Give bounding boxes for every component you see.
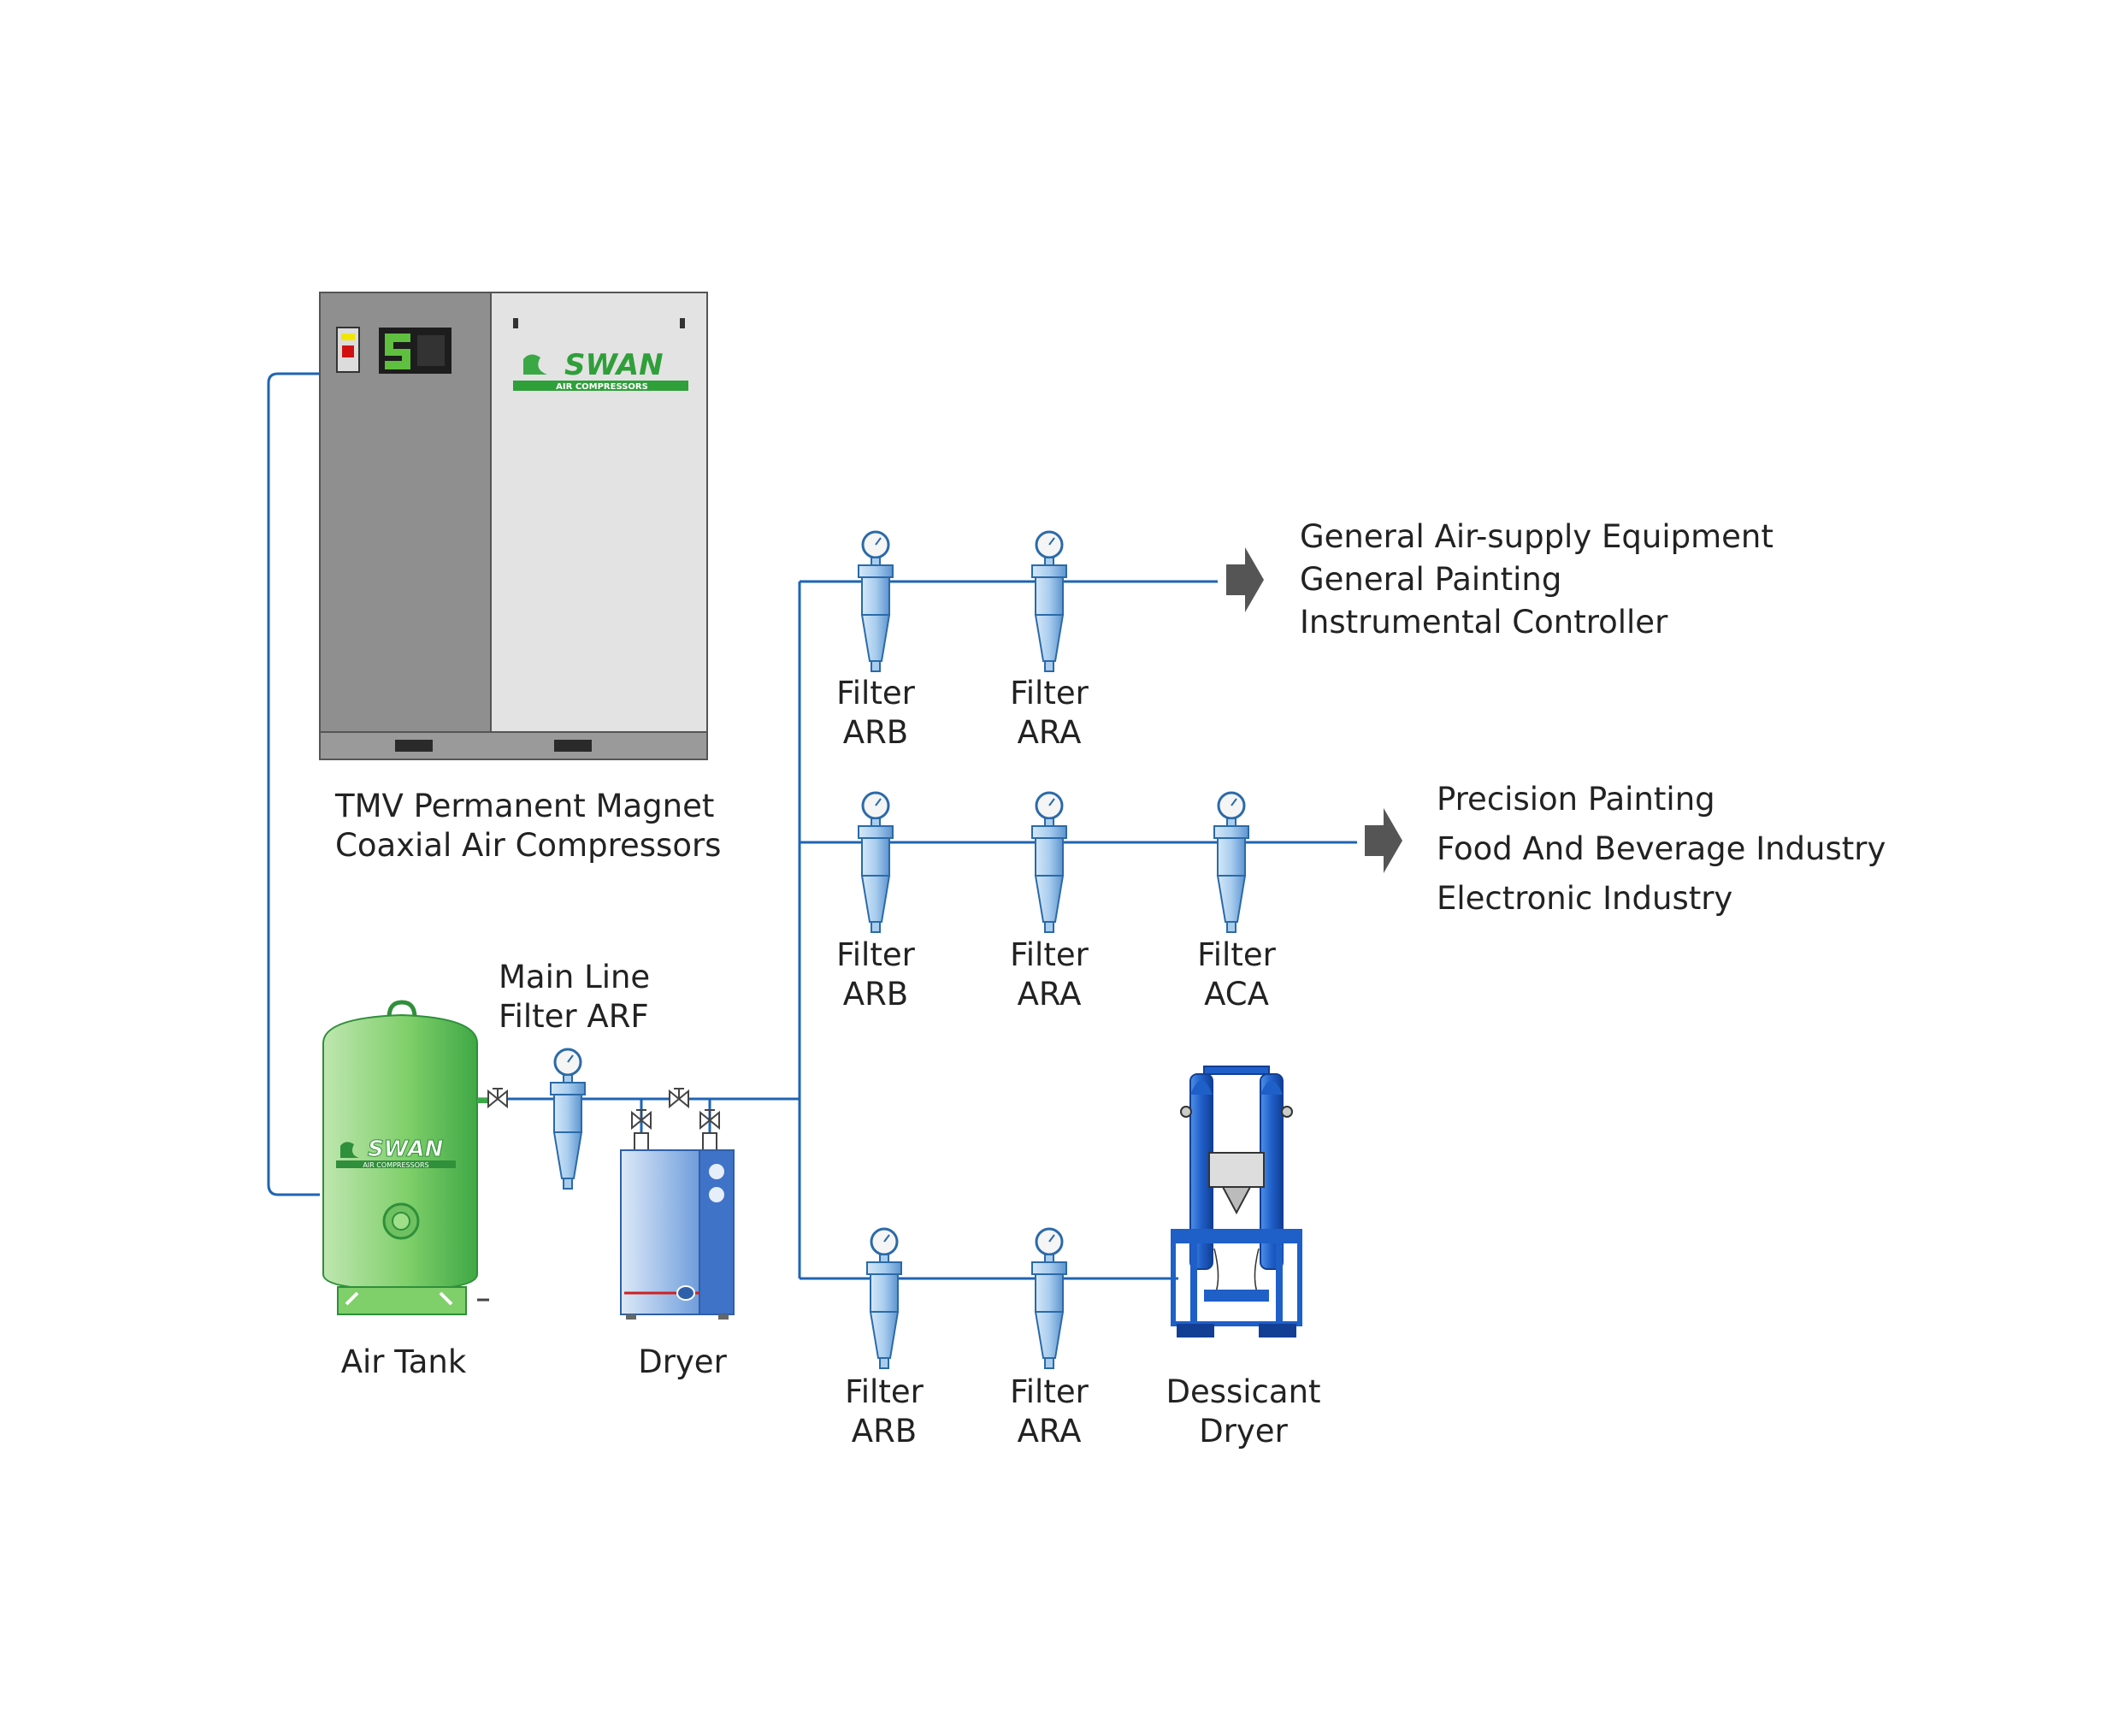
filter-label-line1: Filter — [1010, 675, 1089, 712]
refrigerated-dryer — [620, 1088, 735, 1320]
main-filter-label: Main Line Filter ARF — [499, 958, 650, 1036]
main-filter-label-line1: Main Line — [499, 959, 651, 995]
svg-text:AIR COMPRESSORS: AIR COMPRESSORS — [363, 1161, 428, 1169]
filter-label-line1: Filter — [836, 936, 915, 973]
compressor-label-line1: TMV Permanent Magnet — [335, 788, 715, 824]
desiccant-label-line1: Dessicant — [1166, 1373, 1321, 1410]
application-item: Instrumental Controller — [1300, 604, 1668, 641]
filter-middle-aca — [1213, 791, 1250, 934]
filter-label-line2: ARA — [1017, 976, 1082, 1013]
bottom-filter-ara-label: Filter ARA — [1010, 1373, 1089, 1451]
air-tank-label: Air Tank — [341, 1343, 467, 1382]
filter-label-line2: ARB — [851, 1413, 918, 1450]
filter-label-line1: Filter — [836, 675, 915, 712]
bottom-filter-arb-label: Filter ARB — [845, 1373, 924, 1451]
main-line-filter-arf — [549, 1048, 587, 1190]
output-arrow-top — [1226, 547, 1264, 612]
main-filter-label-line2: Filter ARF — [499, 998, 649, 1035]
svg-text:AIR COMPRESSORS: AIR COMPRESSORS — [556, 382, 648, 392]
filter-label-line1: Filter — [845, 1373, 924, 1410]
filter-label-line2: ARB — [842, 714, 909, 751]
dryer-bypass-valve — [669, 1088, 689, 1107]
filter-label-line1: Filter — [1010, 1373, 1089, 1410]
top-filter-arb-label: Filter ARB — [836, 674, 915, 753]
filter-top-arb — [857, 530, 894, 673]
filter-bottom-ara — [1030, 1227, 1068, 1370]
top-branch-applications: General Air-supply Equipment General Pai… — [1300, 516, 1774, 644]
desiccant-dryer-label: Dessicant Dryer — [1166, 1373, 1320, 1451]
application-item: Food And Beverage Industry — [1437, 830, 1886, 867]
filter-label-line1: Filter — [1197, 936, 1276, 973]
air-tank-label-text: Air Tank — [340, 1343, 467, 1380]
compressor-label-line2: Coaxial Air Compressors — [335, 827, 722, 864]
filter-top-ara — [1030, 530, 1068, 673]
svg-text:SWAN: SWAN — [368, 1137, 444, 1162]
desiccant-dryer — [1171, 1066, 1302, 1337]
top-filter-ara-label: Filter ARA — [1010, 674, 1089, 753]
middle-filter-arb-label: Filter ARB — [836, 936, 915, 1014]
dryer-label: Dryer — [638, 1343, 727, 1382]
filter-label-line1: Filter — [1010, 936, 1089, 973]
pipe-compressor-to-tank — [267, 372, 320, 1196]
compressor-unit: SWAN AIR COMPRESSORS — [319, 292, 708, 760]
tank-logo: SWAN AIR COMPRESSORS — [336, 1137, 456, 1169]
output-arrow-middle — [1365, 808, 1402, 873]
air-tank: SWAN AIR COMPRESSORS — [322, 1000, 489, 1315]
filter-middle-arb — [857, 791, 894, 934]
svg-text:SWAN: SWAN — [564, 348, 664, 382]
middle-filter-ara-label: Filter ARA — [1010, 936, 1089, 1014]
application-item: Electronic Industry — [1437, 880, 1733, 917]
desiccant-label-line2: Dryer — [1199, 1413, 1288, 1450]
filter-bottom-arb — [865, 1227, 903, 1370]
compressor-logo: SWAN AIR COMPRESSORS — [513, 348, 688, 392]
filter-label-line2: ARB — [842, 976, 909, 1013]
application-item: Precision Painting — [1437, 781, 1715, 818]
application-item: General Air-supply Equipment — [1300, 518, 1774, 555]
filter-label-line2: ARA — [1017, 1413, 1082, 1450]
application-item: General Painting — [1300, 561, 1562, 598]
filter-label-line2: ARA — [1017, 714, 1082, 751]
filter-label-line2: ACA — [1204, 976, 1269, 1013]
middle-filter-aca-label: Filter ACA — [1197, 936, 1276, 1014]
filter-middle-ara — [1030, 791, 1068, 934]
tank-outlet-valve — [487, 1088, 508, 1107]
compressor-label: TMV Permanent Magnet Coaxial Air Compres… — [335, 787, 721, 865]
middle-branch-applications: Precision Painting Food And Beverage Ind… — [1437, 775, 1886, 924]
dryer-label-text: Dryer — [638, 1343, 727, 1380]
